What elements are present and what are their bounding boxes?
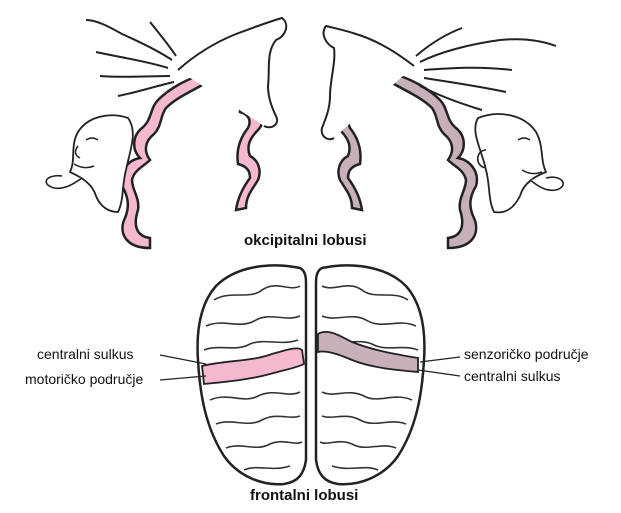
sensory-tongue (530, 177, 563, 190)
right-hemisphere (316, 265, 424, 484)
motor-hand (86, 20, 176, 96)
left-sulcus-label: centralni sulkus (37, 346, 134, 362)
occipital-caption: okcipitalni lobusi (244, 232, 367, 249)
leader-right-area (420, 357, 460, 362)
motor-limb (178, 18, 286, 127)
sensory-face (475, 114, 546, 212)
brain-top-view (198, 265, 425, 484)
motor-face (70, 115, 133, 212)
motor-area-label: motoričko područje (25, 371, 143, 387)
motor-homunculus (46, 18, 286, 248)
frontal-caption: frontalni lobusi (250, 487, 358, 504)
sensory-homunculus (322, 26, 564, 248)
motor-tongue (46, 176, 82, 189)
right-sulcus-label: centralni sulkus (464, 368, 561, 384)
sensory-area-label: senzoričko područje (464, 346, 589, 362)
